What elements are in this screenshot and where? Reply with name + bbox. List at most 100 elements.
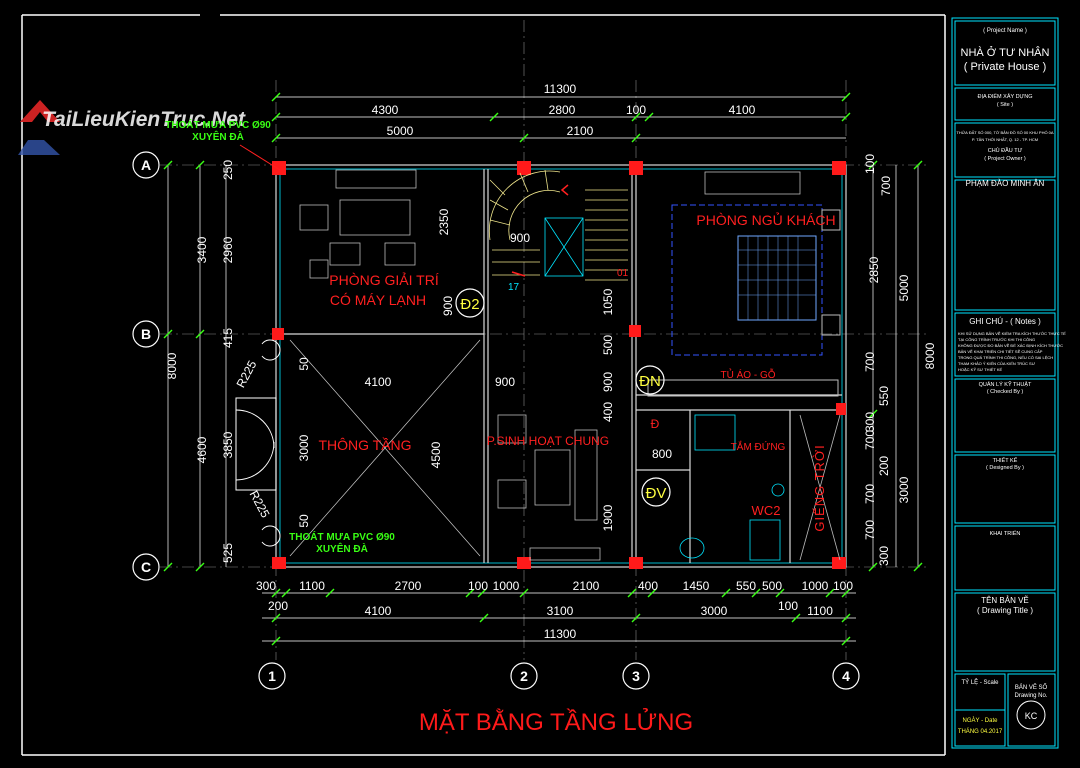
dim-left-outer-b: 4600 [195, 436, 209, 463]
idim-900c: 900 [601, 372, 615, 392]
dim-bot-total: 11300 [544, 627, 577, 641]
dim-bot-8: 1450 [683, 579, 710, 593]
tb-scale-label: TỶ LỆ - Scale [961, 678, 999, 686]
drain-top-line1: THOÁT MƯA PVC Ø90 [165, 118, 271, 131]
dim-left-inner-a: 250 [221, 160, 235, 180]
tb-date-value: THÁNG 04.2017 [958, 728, 1003, 735]
axis-c: C [141, 559, 151, 575]
idim-4100: 4100 [365, 375, 392, 389]
wc-fixtures [679, 414, 841, 561]
idim-50a: 50 [297, 357, 311, 371]
dimension-texts: 11300 4300 2800 100 4100 5000 2100 300 1… [165, 82, 937, 641]
title-block [951, 17, 1059, 749]
axis-3: 3 [632, 668, 640, 684]
dim-top-total: 11300 [544, 82, 577, 96]
dim-left-inner-c: 415 [221, 328, 235, 348]
dim-right-outer-a: 5000 [897, 274, 911, 301]
dimension-ticks [163, 92, 923, 646]
dim-bot-1: 300 [256, 579, 276, 593]
dim-right-inner-7: 700 [863, 430, 877, 450]
stair-01: 01 [617, 268, 629, 279]
dim-right-inner-6: 300 [863, 412, 877, 432]
idim-r225b: R225 [247, 488, 273, 520]
tb-note-5: TRONG QUÁ TRÌNH THI CÔNG, NẾU CÓ SAI LỆC… [958, 355, 1053, 360]
drawing-title: MẶT BẰNG TẦNG LỬNG [419, 707, 693, 736]
idim-400: 400 [601, 402, 615, 422]
tb-project-en: ( Private House ) [964, 61, 1047, 73]
axis-bubbles [132, 151, 860, 690]
bay-windows [235, 339, 281, 547]
dim-left-inner-d: 3850 [221, 431, 235, 458]
watermark-text: TaiLieuKienTruc.Net [42, 108, 246, 131]
dim-bot-extra-a: 200 [268, 599, 288, 613]
stair-17: 17 [508, 282, 520, 293]
dimension-lines [167, 96, 919, 642]
tb-note-4: BẢN VẼ KHAI TRIỂN CHI TIẾT SẼ CUNG CẤP [958, 349, 1043, 354]
tb-owner-label-en: ( Project Owner ) [984, 156, 1026, 162]
drain-bottom-line2: XUYÊN ĐÀ [316, 542, 368, 555]
dim-top-2a: 5000 [387, 124, 414, 138]
drain-bottom-line1: THOÁT MƯA PVC Ø90 [289, 530, 395, 543]
axis-b: B [141, 326, 151, 342]
tb-note-6: THAM KHẢO Ý KIẾN CỦA KIẾN TRÚC SƯ [958, 361, 1036, 366]
axis-a: A [141, 157, 151, 173]
dim-left-total: 8000 [165, 352, 179, 379]
dim-bot-4: 100 [468, 579, 488, 593]
interior-dims: 2350 900 900 1050 500 900 400 4100 900 3… [234, 208, 673, 531]
tb-site-2: P. TÂN THỚI NHẤT, Q. 12 - TP. HCM [972, 137, 1038, 142]
tb-title-label: TÊN BẢN VẼ [981, 596, 1029, 605]
room-entertainment-2: CÓ MÁY LẠNH [330, 292, 426, 308]
tb-no-label-en: Drawing No. [1014, 693, 1047, 699]
dim-right-inner-3: 2850 [867, 256, 881, 283]
wc2-label: WC2 [752, 503, 781, 518]
tb-note-2: TẠI CÔNG TRÌNH TRƯỚC KHI THI CÔNG [958, 337, 1035, 342]
tb-no-label: BẢN VẼ SỐ [1015, 684, 1048, 691]
tb-checked-label: QUẢN LÝ KỸ THUẬT [979, 381, 1032, 388]
columns [272, 161, 846, 569]
dim-right-total: 8000 [923, 342, 937, 369]
idim-500: 500 [601, 335, 615, 355]
door-markers [455, 288, 671, 507]
dim-bot-2: 1100 [299, 579, 325, 593]
dim-bot-5: 1000 [493, 579, 520, 593]
idim-r225a: R225 [234, 358, 260, 390]
idim-4500: 4500 [429, 441, 443, 468]
dim-bot-12: 100 [833, 579, 853, 593]
tb-site-1: THỬA ĐẤT SỐ 000, TỜ BẢN ĐỒ SỐ 00 KHU PHỐ… [956, 130, 1054, 135]
dim-bot-2c: 3000 [701, 604, 728, 618]
idim-900d: 900 [495, 375, 515, 389]
dim-bot-extra-b: 100 [778, 599, 798, 613]
dim-bot-3: 2700 [395, 579, 422, 593]
dim-bot-6: 2100 [573, 579, 600, 593]
tb-designed-label: THIẾT KẾ [993, 457, 1018, 464]
dim-right-inner-5: 550 [877, 386, 891, 406]
dim-right-inner-8: 200 [877, 456, 891, 476]
idim-50b: 50 [297, 514, 311, 528]
room-void: THÔNG TẦNG [318, 437, 411, 453]
void-cross [289, 339, 481, 557]
dim-bot-11: 1000 [802, 579, 829, 593]
dim-top-1d: 4100 [729, 103, 756, 117]
room-entertainment-1: PHÒNG GIẢI TRÍ [329, 272, 439, 288]
idim-900b: 900 [441, 296, 455, 316]
dim-bot-7: 400 [638, 579, 658, 593]
tb-note-1: KHI SỬ DỤNG BẢN VẼ KIỂM TRA KÍCH THƯỚC T… [958, 331, 1066, 336]
tb-note-7: HOẶC KỸ SƯ THIẾT KẾ [958, 367, 1003, 372]
room-family: P.SINH HOẠT CHUNG [487, 434, 609, 448]
dim-top-1a: 4300 [372, 103, 399, 117]
tb-site-label-en: ( Site ) [997, 102, 1013, 108]
dim-bot-10: 500 [762, 579, 782, 593]
dim-right-outer-b: 3000 [897, 476, 911, 503]
door-dv-label: ĐV [646, 485, 667, 502]
entertainment-furniture [299, 169, 417, 279]
door-d2-label: Đ2 [460, 296, 479, 313]
lightwell-label: GIẾNG TRỜI [812, 444, 827, 531]
drain-top-line2: XUYÊN ĐÀ [192, 130, 244, 143]
tb-note-3: KHÔNG ĐƯỢC ĐO BẢN VẼ ĐỂ XÁC ĐỊNH KÍCH TH… [958, 343, 1063, 348]
tb-owner-label: CHỦ ĐẦU TƯ [988, 147, 1023, 154]
room-guest-bedroom: PHÒNG NGỦ KHÁCH [696, 211, 835, 228]
door-small-label: Đ [651, 417, 660, 431]
axis-4: 4 [842, 668, 850, 684]
idim-2350: 2350 [437, 208, 451, 235]
